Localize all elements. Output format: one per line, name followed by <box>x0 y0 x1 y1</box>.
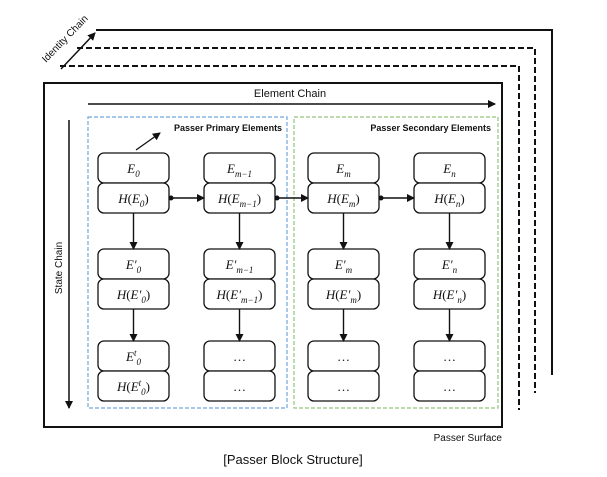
element-chain-label: Element Chain <box>254 88 326 100</box>
primary-elements-group <box>87 116 288 409</box>
hash-label: H(En) <box>433 191 465 209</box>
element-cell: …… <box>413 340 486 402</box>
primary-elements-label: Passer Primary Elements <box>174 123 282 133</box>
element-label: … <box>443 349 456 364</box>
element-label: Et0 <box>125 348 141 367</box>
secondary-elements-label: Passer Secondary Elements <box>370 123 491 133</box>
primary-elements-pointer-arrow <box>135 132 161 151</box>
element-cell: E0H(E0) <box>97 152 170 214</box>
element-label: E′m <box>334 257 353 275</box>
element-cell: E′mH(E′m) <box>307 248 380 310</box>
surface-layer-middle <box>77 47 536 393</box>
hash-box <box>203 370 276 402</box>
hash-label: … <box>233 379 246 394</box>
identity-chain-arrow <box>60 32 96 70</box>
element-cell: EmH(Em) <box>307 152 380 214</box>
element-cell: E′nH(E′n) <box>413 248 486 310</box>
identity-chain-label: Identity Chain <box>40 13 90 65</box>
passer-surface-label: Passer Surface <box>434 433 503 444</box>
hash-label: H(Et0) <box>116 378 150 397</box>
element-label: En <box>442 161 456 179</box>
hash-label: H(Em) <box>326 191 360 209</box>
hash-label: … <box>443 379 456 394</box>
hash-label: H(Em−1) <box>217 191 261 209</box>
hash-label: H(E′n) <box>432 287 466 305</box>
hash-label: H(E′0) <box>116 287 150 305</box>
element-links <box>129 194 454 342</box>
surface-layer-back <box>96 29 553 375</box>
element-label: Em−1 <box>226 161 252 179</box>
hash-label: … <box>337 379 350 394</box>
hash-box <box>413 370 486 402</box>
state-chain-label: State Chain <box>54 242 65 294</box>
element-label: E′m−1 <box>225 257 254 275</box>
element-cell: …… <box>307 340 380 402</box>
hash-label: H(E0) <box>117 191 149 209</box>
secondary-elements-group <box>293 116 499 409</box>
surface-layer-front <box>60 65 520 410</box>
element-cell: Em−1H(Em−1) <box>203 152 276 214</box>
hash-box <box>307 370 380 402</box>
diagram-caption: [Passer Block Structure] <box>223 452 362 467</box>
element-label: E′n <box>441 257 458 275</box>
element-cell: …… <box>203 340 276 402</box>
element-label: E0 <box>126 161 140 179</box>
element-label: … <box>337 349 350 364</box>
element-cell: E′0H(E′0) <box>97 248 170 310</box>
element-cell: EnH(En) <box>413 152 486 214</box>
hash-label: H(E′m−1) <box>216 287 263 305</box>
element-label: E′0 <box>125 257 142 275</box>
hash-box <box>97 370 170 402</box>
element-label: Em <box>335 161 351 179</box>
element-cell: E′m−1H(E′m−1) <box>203 248 276 310</box>
element-label: … <box>233 349 246 364</box>
hash-label: H(E′m) <box>325 287 361 305</box>
